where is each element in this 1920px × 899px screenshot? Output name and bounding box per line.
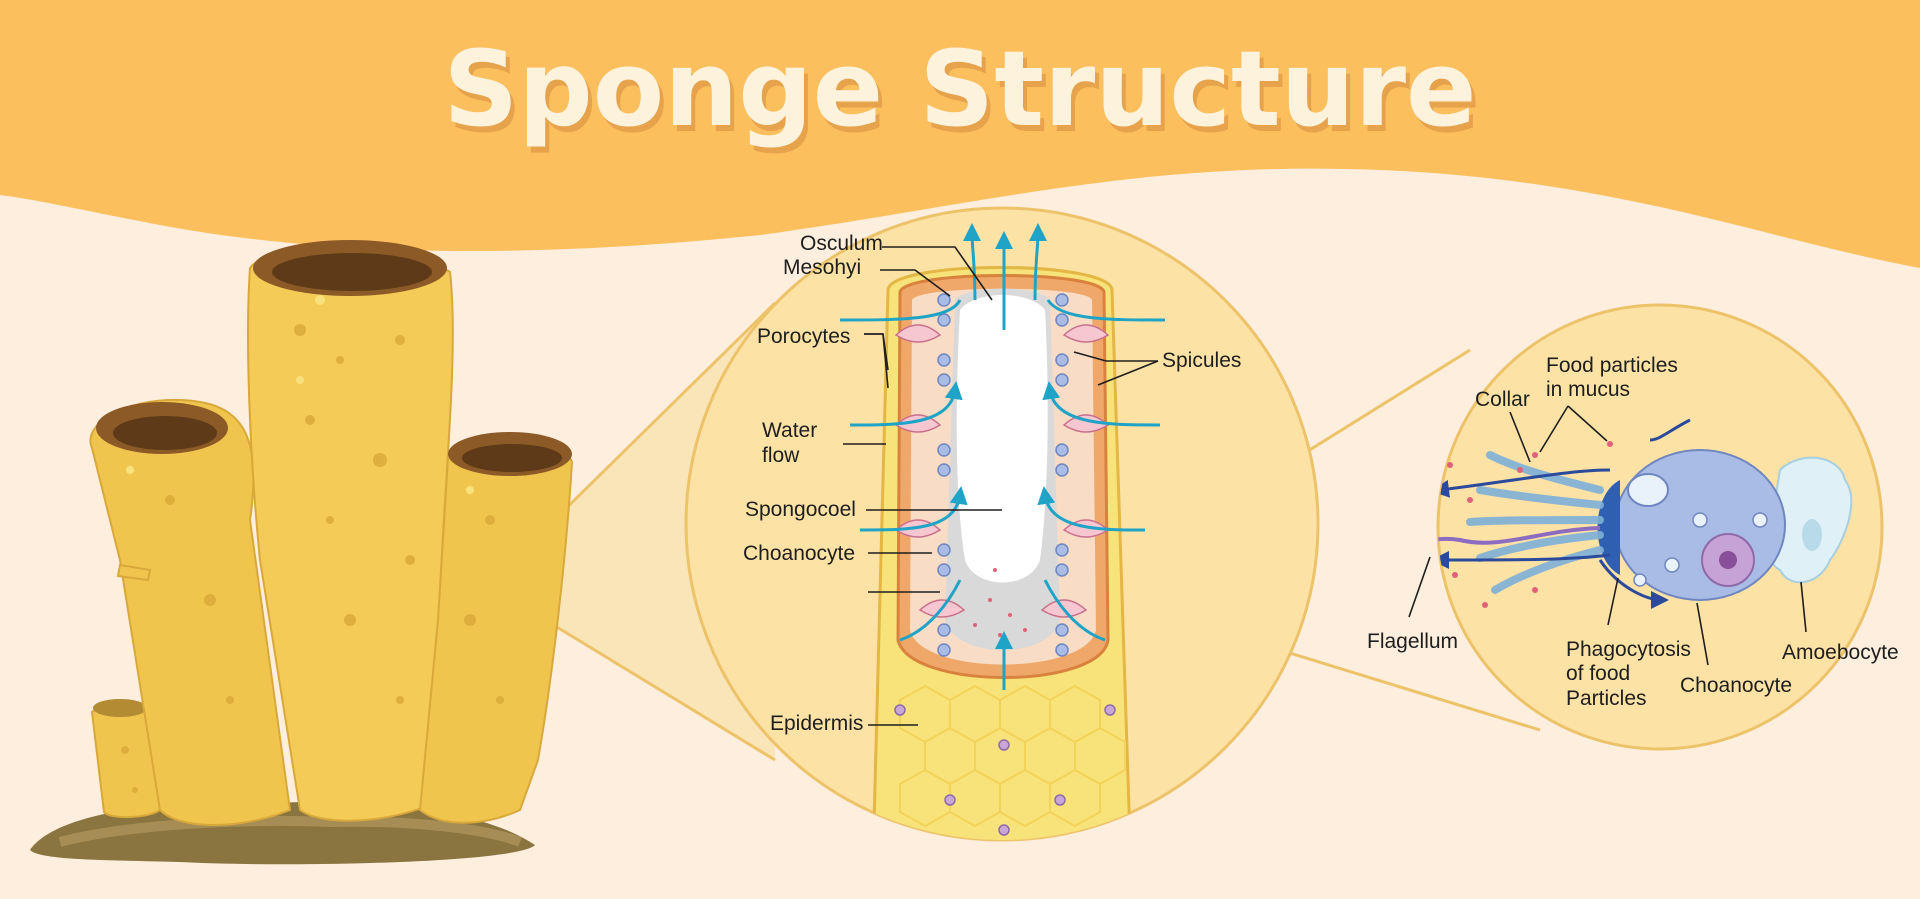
sponge-cross-section <box>839 223 1166 840</box>
label-water-flow-line2: flow <box>762 444 800 467</box>
label-spicules: Spicules <box>1162 349 1241 372</box>
label-food-particles-line1: Food particles <box>1546 354 1678 377</box>
label-phagocytosis-line1: Phagocytosis <box>1566 638 1691 661</box>
label-collar: Collar <box>1475 388 1530 411</box>
water-flow-arrows <box>839 223 1166 690</box>
title-banner <box>0 0 1920 268</box>
label-flagellum: Flagellum <box>1367 630 1458 653</box>
label-food-particles-line2: in mucus <box>1546 378 1630 401</box>
label-phagocytosis-line3: Particles <box>1566 687 1647 710</box>
label-water-flow-line1: Water <box>762 419 817 442</box>
leader-lines <box>843 246 1807 726</box>
title-shadow: Sponge Structure <box>447 34 1480 156</box>
label-epidermis: Epidermis <box>770 712 863 735</box>
label-osculum: Osculum <box>800 232 883 255</box>
label-choanocyte-section: Choanocyte <box>743 542 855 565</box>
label-porocytes: Porocytes <box>757 325 850 348</box>
choanocyte-cell-illustration <box>1438 418 1853 609</box>
label-choanocyte-cell: Choanocyte <box>1680 674 1792 697</box>
label-phagocytosis-line2: of food <box>1566 662 1630 685</box>
sponge-colony-illustration <box>30 240 574 865</box>
label-spongocoel: Spongocoel <box>745 498 856 521</box>
label-mesohyi: Mesohyi <box>783 256 861 279</box>
diagram-labels: Osculum Mesohyi Porocytes Water flow Spo… <box>743 232 1899 735</box>
label-amoebocyte: Amoebocyte <box>1782 641 1899 664</box>
page-title: Sponge Structure <box>443 28 1476 150</box>
